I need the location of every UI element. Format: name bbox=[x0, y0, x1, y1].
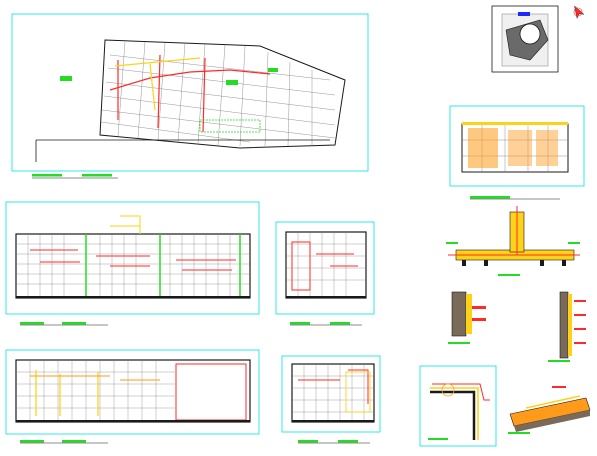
elevation-2-frame bbox=[275, 221, 375, 315]
detail-slab bbox=[508, 386, 591, 434]
elevation-1 bbox=[5, 201, 260, 326]
plan-main-note-green bbox=[226, 80, 238, 85]
plan-main-grid bbox=[99, 39, 346, 149]
plan-main-hatch bbox=[199, 119, 261, 133]
plan-main-note-green bbox=[60, 76, 72, 81]
plan-small-frame bbox=[449, 105, 585, 187]
elevation-2 bbox=[275, 221, 375, 326]
detail-wall-b bbox=[548, 291, 586, 362]
plan-main bbox=[11, 13, 369, 179]
elevation-4 bbox=[281, 355, 381, 444]
key-plan-frame bbox=[491, 5, 559, 73]
detail-corner bbox=[419, 365, 497, 447]
elevation-3-frame bbox=[5, 349, 260, 435]
elevation-4-frame bbox=[281, 355, 381, 433]
north-arrow-icon bbox=[573, 5, 585, 19]
elevation-1-grid bbox=[16, 234, 250, 298]
plan-small bbox=[449, 105, 585, 200]
key-plan bbox=[491, 5, 585, 73]
detail-wall-a bbox=[448, 291, 486, 344]
elevation-1-frame bbox=[5, 201, 260, 315]
plan-main-pipe-yellow bbox=[114, 57, 201, 111]
plan-main-pipe-red bbox=[109, 54, 271, 133]
plan-main-title-bar bbox=[32, 174, 118, 179]
plan-main-frame bbox=[11, 13, 369, 172]
elevation-3 bbox=[5, 349, 260, 444]
plan-main-note-green bbox=[268, 68, 278, 72]
detail-tee bbox=[446, 206, 580, 276]
detail-corner-frame bbox=[419, 365, 497, 447]
